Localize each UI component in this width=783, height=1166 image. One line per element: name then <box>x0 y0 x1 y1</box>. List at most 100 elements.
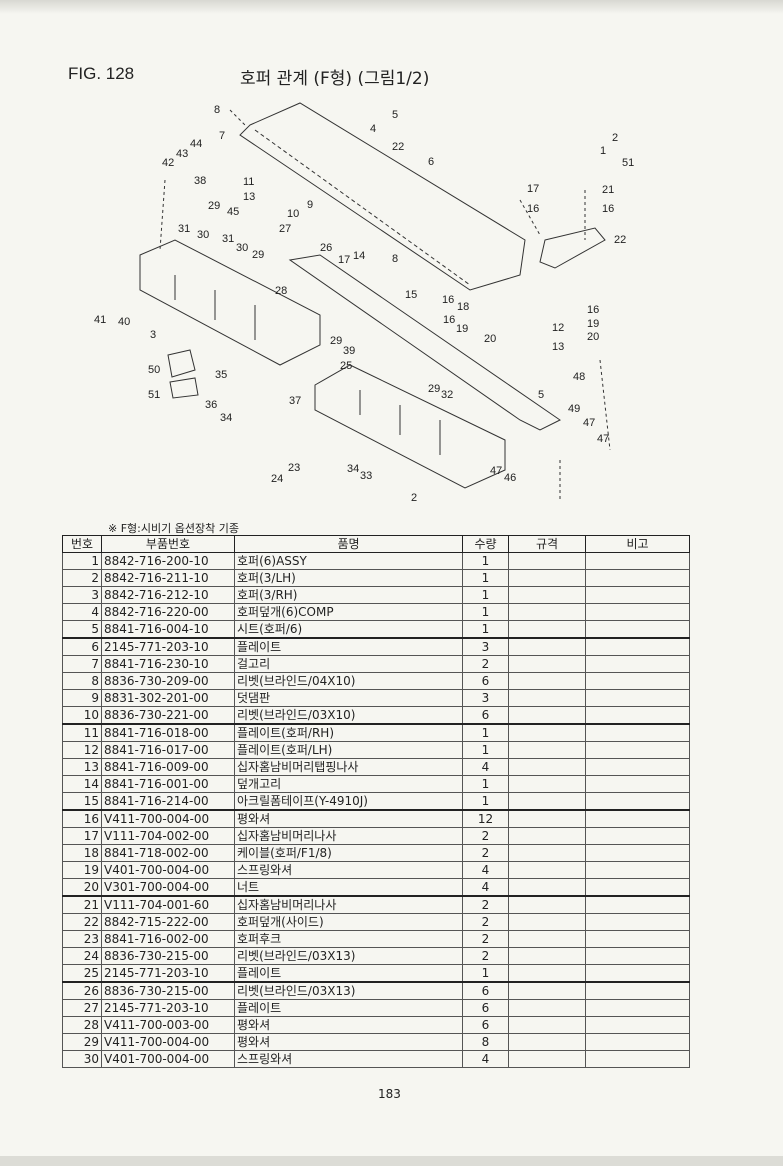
part-callout: 41 <box>94 314 106 326</box>
cell-qty: 6 <box>462 706 509 725</box>
cell-name: 아크릴폼테이프(Y-4910J) <box>234 792 463 811</box>
cell-sp <box>508 706 586 725</box>
cell-part: 8841-716-004-10 <box>101 620 235 639</box>
cell-no: 11 <box>62 723 102 742</box>
cell-rm <box>585 1050 690 1068</box>
cell-qty: 12 <box>462 809 509 828</box>
cell-no: 17 <box>62 827 102 845</box>
part-callout: 16 <box>442 294 454 306</box>
cell-name: 평와셔 <box>234 809 463 828</box>
part-callout: 46 <box>504 472 516 484</box>
cell-sp <box>508 552 586 570</box>
part-callout: 6 <box>428 156 434 168</box>
cell-no: 20 <box>62 878 102 897</box>
cell-rm <box>585 775 690 793</box>
cell-name: 플레이트 <box>234 964 463 983</box>
part-callout: 29 <box>428 383 440 395</box>
part-callout: 23 <box>288 462 300 474</box>
cell-no: 30 <box>62 1050 102 1068</box>
part-callout: 5 <box>392 109 398 121</box>
column-header: 규격 <box>508 535 586 553</box>
cell-part: 8841-716-002-00 <box>101 930 235 948</box>
part-callout: 42 <box>162 157 174 169</box>
part-callout: 25 <box>340 360 352 372</box>
cell-no: 14 <box>62 775 102 793</box>
cell-name: 리벳(브라인드/04X10) <box>234 672 463 690</box>
cell-qty: 4 <box>462 878 509 897</box>
cell-part: 8841-716-214-00 <box>101 792 235 811</box>
part-callout: 2 <box>612 132 618 144</box>
part-callout: 30 <box>236 242 248 254</box>
cell-no: 16 <box>62 809 102 828</box>
cell-sp <box>508 672 586 690</box>
column-header: 부품번호 <box>101 535 235 553</box>
cell-rm <box>585 964 690 983</box>
part-callout: 16 <box>602 203 614 215</box>
cell-part: V411-700-004-00 <box>101 1033 235 1051</box>
column-header: 비고 <box>585 535 690 553</box>
cell-qty: 1 <box>462 586 509 604</box>
part-callout: 36 <box>205 399 217 411</box>
part-callout: 22 <box>392 141 404 153</box>
scan-edge <box>0 0 783 14</box>
cell-sp <box>508 775 586 793</box>
cell-part: 8841-718-002-00 <box>101 844 235 862</box>
cell-sp <box>508 861 586 879</box>
cell-qty: 1 <box>462 620 509 639</box>
cell-part: 8831-302-201-00 <box>101 689 235 707</box>
part-callout: 29 <box>330 335 342 347</box>
cell-qty: 3 <box>462 689 509 707</box>
cell-qty: 4 <box>462 1050 509 1068</box>
part-callout: 13 <box>243 191 255 203</box>
cell-part: 8841-716-018-00 <box>101 723 235 742</box>
cell-part: 8836-730-221-00 <box>101 706 235 725</box>
cell-rm <box>585 552 690 570</box>
cell-qty: 1 <box>462 603 509 621</box>
cell-qty: 1 <box>462 775 509 793</box>
cell-name: 걸고리 <box>234 655 463 673</box>
cell-qty: 2 <box>462 844 509 862</box>
cell-name: 스프링와셔 <box>234 1050 463 1068</box>
cell-no: 9 <box>62 689 102 707</box>
cell-sp <box>508 913 586 931</box>
cell-sp <box>508 603 586 621</box>
part-callout: 50 <box>148 364 160 376</box>
side-cover <box>539 227 606 269</box>
cell-part: 8836-730-209-00 <box>101 672 235 690</box>
page-number: 183 <box>378 1087 401 1101</box>
cell-part: 8842-716-211-10 <box>101 569 235 587</box>
cell-part: V111-704-002-00 <box>101 827 235 845</box>
column-header: 수량 <box>462 535 509 553</box>
part-callout: 5 <box>538 389 544 401</box>
cell-rm <box>585 655 690 673</box>
cell-no: 2 <box>62 569 102 587</box>
part-callout: 20 <box>587 331 599 343</box>
cell-part: 8842-716-200-10 <box>101 552 235 570</box>
cell-part: 8841-716-009-00 <box>101 758 235 776</box>
cell-name: 리벳(브라인드/03X13) <box>234 981 463 1000</box>
cell-name: 호퍼덮개(6)COMP <box>234 603 463 621</box>
part-callout: 49 <box>568 403 580 415</box>
part-callout: 38 <box>194 175 206 187</box>
cell-part: 8836-730-215-00 <box>101 947 235 965</box>
cell-no: 25 <box>62 964 102 983</box>
cell-sp <box>508 930 586 948</box>
part-callout: 29 <box>208 200 220 212</box>
hopper-cover <box>239 102 526 291</box>
cell-no: 1 <box>62 552 102 570</box>
part-callout: 13 <box>552 341 564 353</box>
cell-rm <box>585 913 690 931</box>
